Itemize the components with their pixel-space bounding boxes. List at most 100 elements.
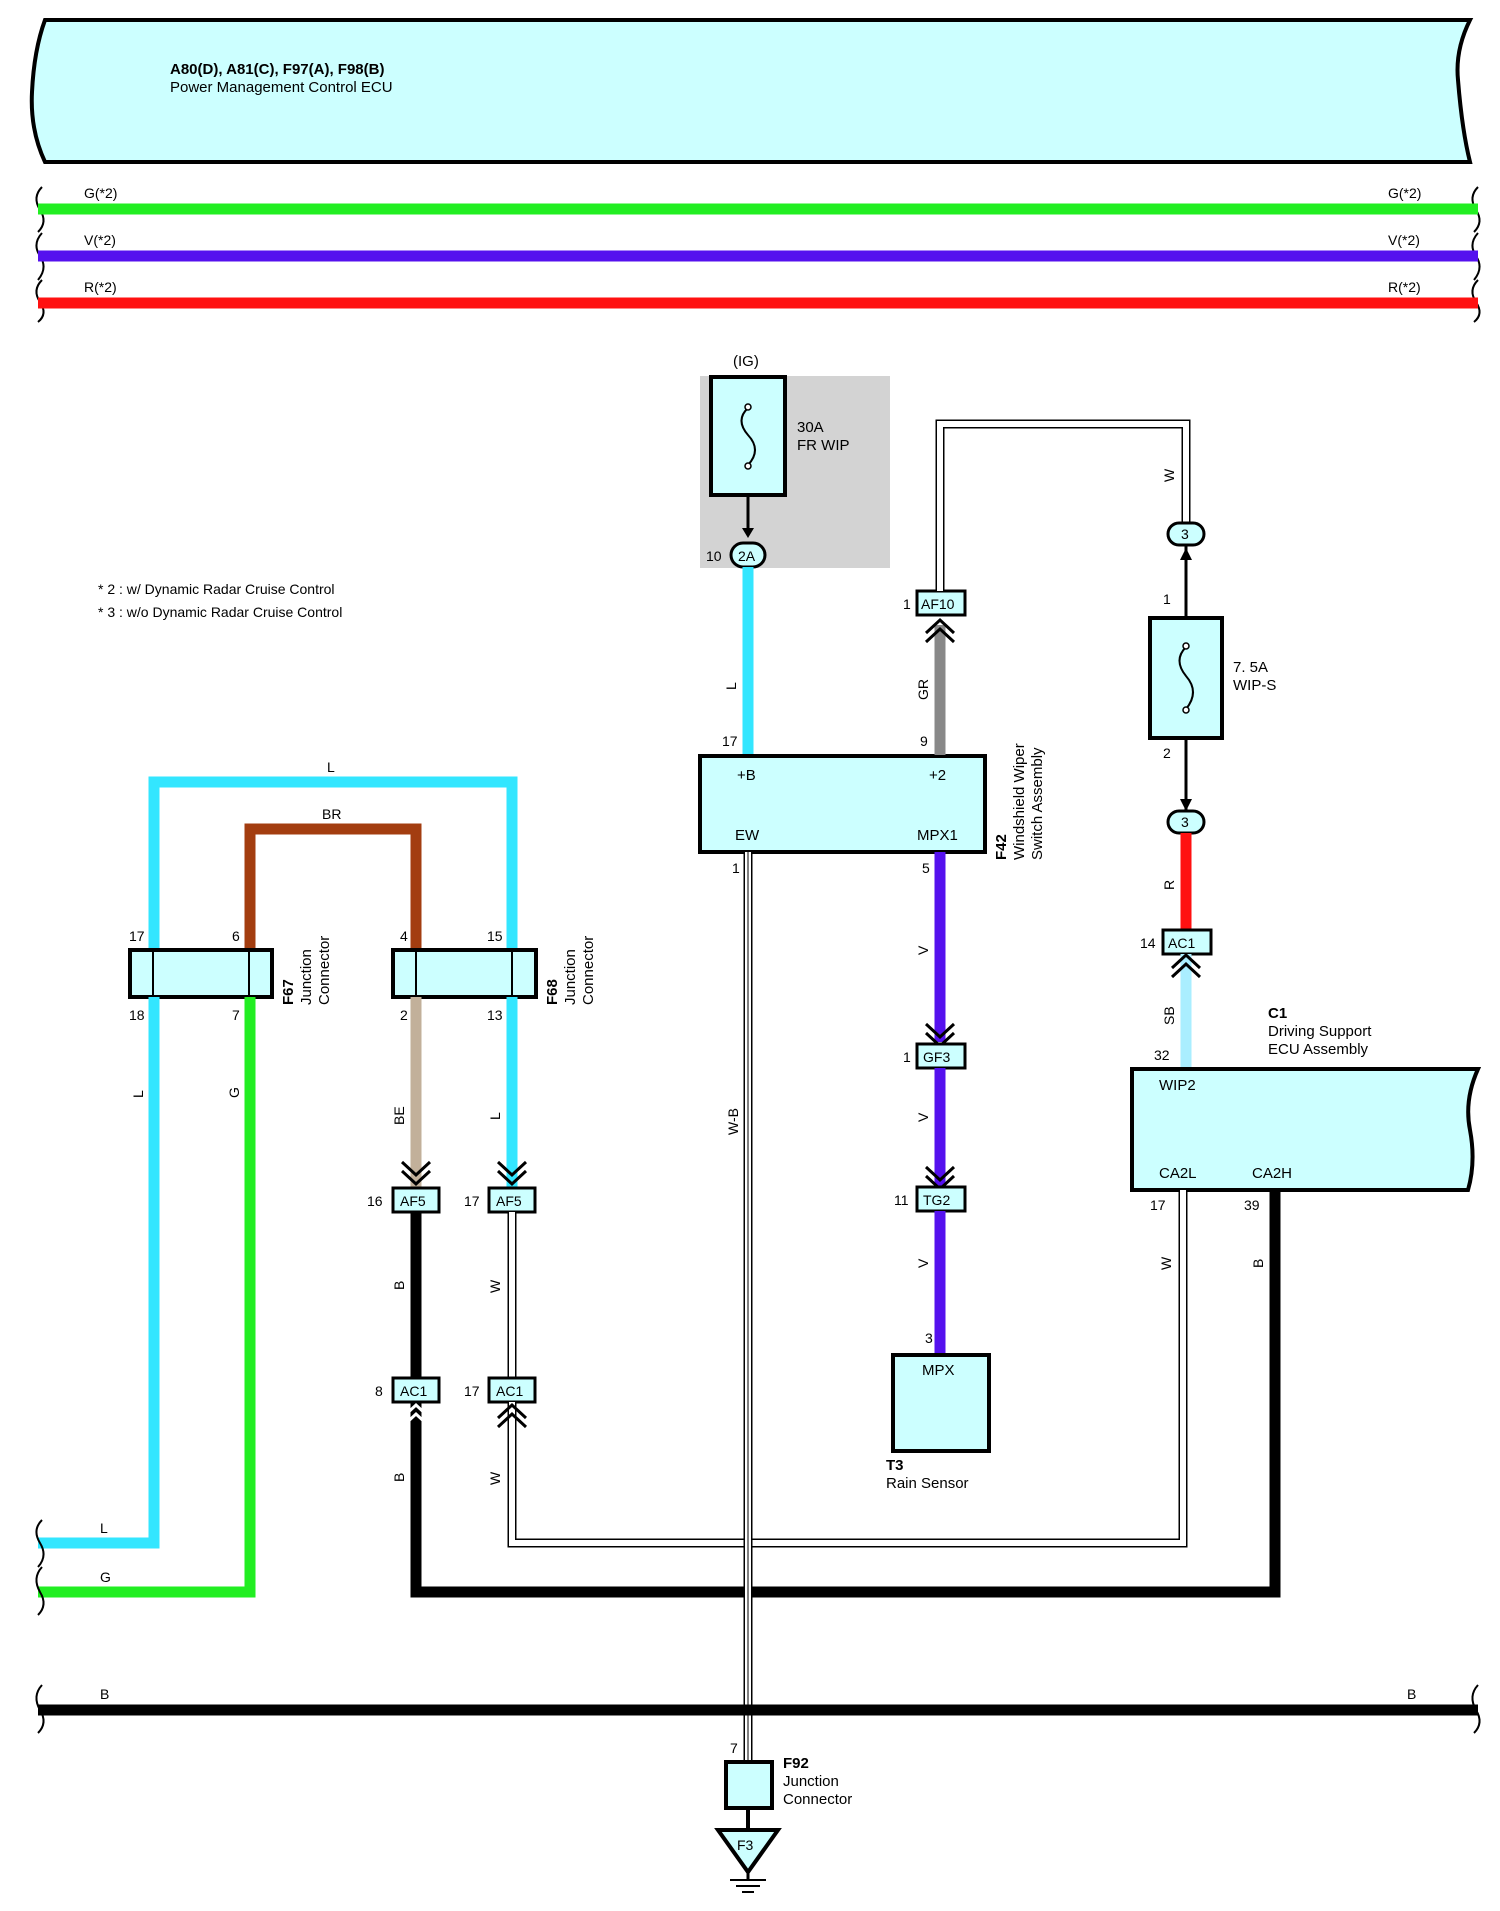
wiper-code: F42 [993,834,1010,860]
f92-name2: Connector [783,1791,852,1808]
bus-b-right: B [1407,1686,1416,1702]
wire-g-left [38,997,256,1598]
junction-f67: 17 6 18 7 F67 Junction Connector [128,928,333,1023]
wiper-name1: Windshield Wiper [1011,743,1028,860]
f68-p4: 4 [400,928,408,944]
bus-r-right: R(*2) [1388,279,1421,295]
driving-support-ecu: C1 Driving Support ECU Assembly WIP2 CA2… [1130,1005,1482,1213]
connector-tg2-pin: 11 [894,1192,909,1208]
wire-b-af5-label: B [391,1281,407,1290]
wiper-pin-ew: 1 [732,860,740,876]
wire-l-top [148,776,518,950]
ecu-name: Power Management Control ECU [170,79,393,96]
ground-f3: F3 [737,1837,754,1853]
connector-af10-label: AF10 [921,596,955,612]
wire-wb-label: W-B [725,1108,741,1135]
fuse-7-5a-icon [1148,616,1224,740]
wire-w-ac1 [507,1190,1188,1548]
fuse-30a-rating: 30A [797,419,824,436]
f68-name1: Junction [562,949,579,1005]
ecu-c1-pin-ca2h: 39 [1244,1197,1260,1213]
connector-af5-a-label: AF5 [400,1193,426,1209]
wiper-switch-assembly: +B +2 EW MPX1 17 9 1 5 F42 Windshield Wi… [698,733,1046,876]
bus-g-right: G(*2) [1388,185,1421,201]
wips-name: WIP-S [1233,677,1276,694]
wiper-term-ew: EW [735,827,760,844]
ig-supply: (IG) [733,353,759,370]
rain-sensor: MPX T3 Rain Sensor [886,1353,991,1492]
wips-conn-bottom: 3 [1181,814,1189,830]
wire-l-left [38,997,160,1549]
wire-sb-label: SB [1161,1006,1177,1025]
bus-wires: G(*2) G(*2) V(*2) V(*2) R(*2) R(*2) [35,185,1481,323]
connector-ac1-b [487,1376,537,1404]
connector-gf3 [915,1042,967,1070]
rain-sensor-term: MPX [922,1362,955,1379]
connector-ac1-a-label: AC1 [400,1383,427,1399]
connector-af5-a [391,1186,441,1214]
bus-v-right: V(*2) [1388,232,1420,248]
note-3: * 3 : w/o Dynamic Radar Cruise Control [98,604,342,620]
connector-af10 [915,589,967,617]
connector-ac1-r-label: AC1 [1168,935,1195,951]
wire-l-fr-label: L [723,682,739,690]
wips-conn-top: 3 [1181,526,1189,542]
f67-name2: Connector [316,936,333,1005]
connector-af10-pin: 1 [903,596,911,612]
f92-pin: 7 [730,1740,738,1756]
f68-p2: 2 [400,1007,408,1023]
junction-f92: 7 F92 Junction Connector F3 [714,1740,852,1893]
wire-g-left-label: G [226,1087,242,1098]
wiper-name2: Switch Assembly [1029,747,1046,860]
wire-g-bottom-label: G [100,1569,111,1585]
wiper-pin-2: 9 [920,733,928,749]
connector-af5-b-label: AF5 [496,1193,522,1209]
wire-be-label: BE [391,1106,407,1125]
wire-l-f68-label: L [487,1112,503,1120]
wiper-term-mpx: MPX1 [917,827,958,844]
f67-p6: 6 [232,928,240,944]
bus-g-left: G(*2) [84,185,117,201]
wire-b-ecu-label: B [1250,1259,1266,1268]
connector-ac1-b-label: AC1 [496,1383,523,1399]
connector-2a-label: 2A [738,548,756,564]
wire-w-top-label: W [1161,468,1177,482]
wips-pin-bottom: 2 [1163,745,1171,761]
wips-rating: 7. 5A [1233,659,1268,676]
f92-name1: Junction [783,1773,839,1790]
f67-p18: 18 [129,1007,145,1023]
wire-w-top [935,419,1191,591]
wire-gr-label: GR [915,679,931,700]
f68-code: F68 [544,979,561,1005]
f67-p7: 7 [232,1007,240,1023]
fuse-30a-name: FR WIP [797,437,850,454]
wire-br-label: BR [322,806,341,822]
wire-v-1-label: V [915,945,931,955]
wips-fuse: 3 1 7. 5A WIP-S 2 3 [1148,521,1276,835]
ecu-c1-name2: ECU Assembly [1268,1041,1369,1058]
connector-ac1-b-pin: 17 [464,1383,480,1399]
connector-ac1-a-pin: 8 [375,1383,383,1399]
wiper-term-2: +2 [929,767,946,784]
wips-pin-top: 1 [1163,591,1171,607]
bus-b-left: B [100,1686,109,1702]
note-2: * 2 : w/ Dynamic Radar Cruise Control [98,581,335,597]
f67-p17: 17 [129,928,145,944]
f67-name1: Junction [298,949,315,1005]
ecu-c1-term-wip: WIP2 [1159,1077,1196,1094]
wire-br [244,823,422,950]
ecu-c1-code: C1 [1268,1005,1287,1022]
wiper-pin-mpx: 5 [922,860,930,876]
wire-w-af5-label: W [487,1279,503,1293]
ecu-codes: A80(D), A81(C), F97(A), F98(B) [170,61,384,78]
f68-p15: 15 [487,928,503,944]
connector-gf3-label: GF3 [923,1049,950,1065]
connector-af5-a-pin: 16 [367,1193,383,1209]
wiper-pin-b: 17 [722,733,738,749]
connector-2a-pin: 10 [706,548,722,564]
wire-b-ac1-label: B [391,1473,407,1482]
ecu-c1-pin-ca2l: 17 [1150,1197,1166,1213]
wire-w-ac1-label: W [487,1471,503,1485]
power-management-ecu: A80(D), A81(C), F97(A), F98(B) Power Man… [29,18,1474,164]
